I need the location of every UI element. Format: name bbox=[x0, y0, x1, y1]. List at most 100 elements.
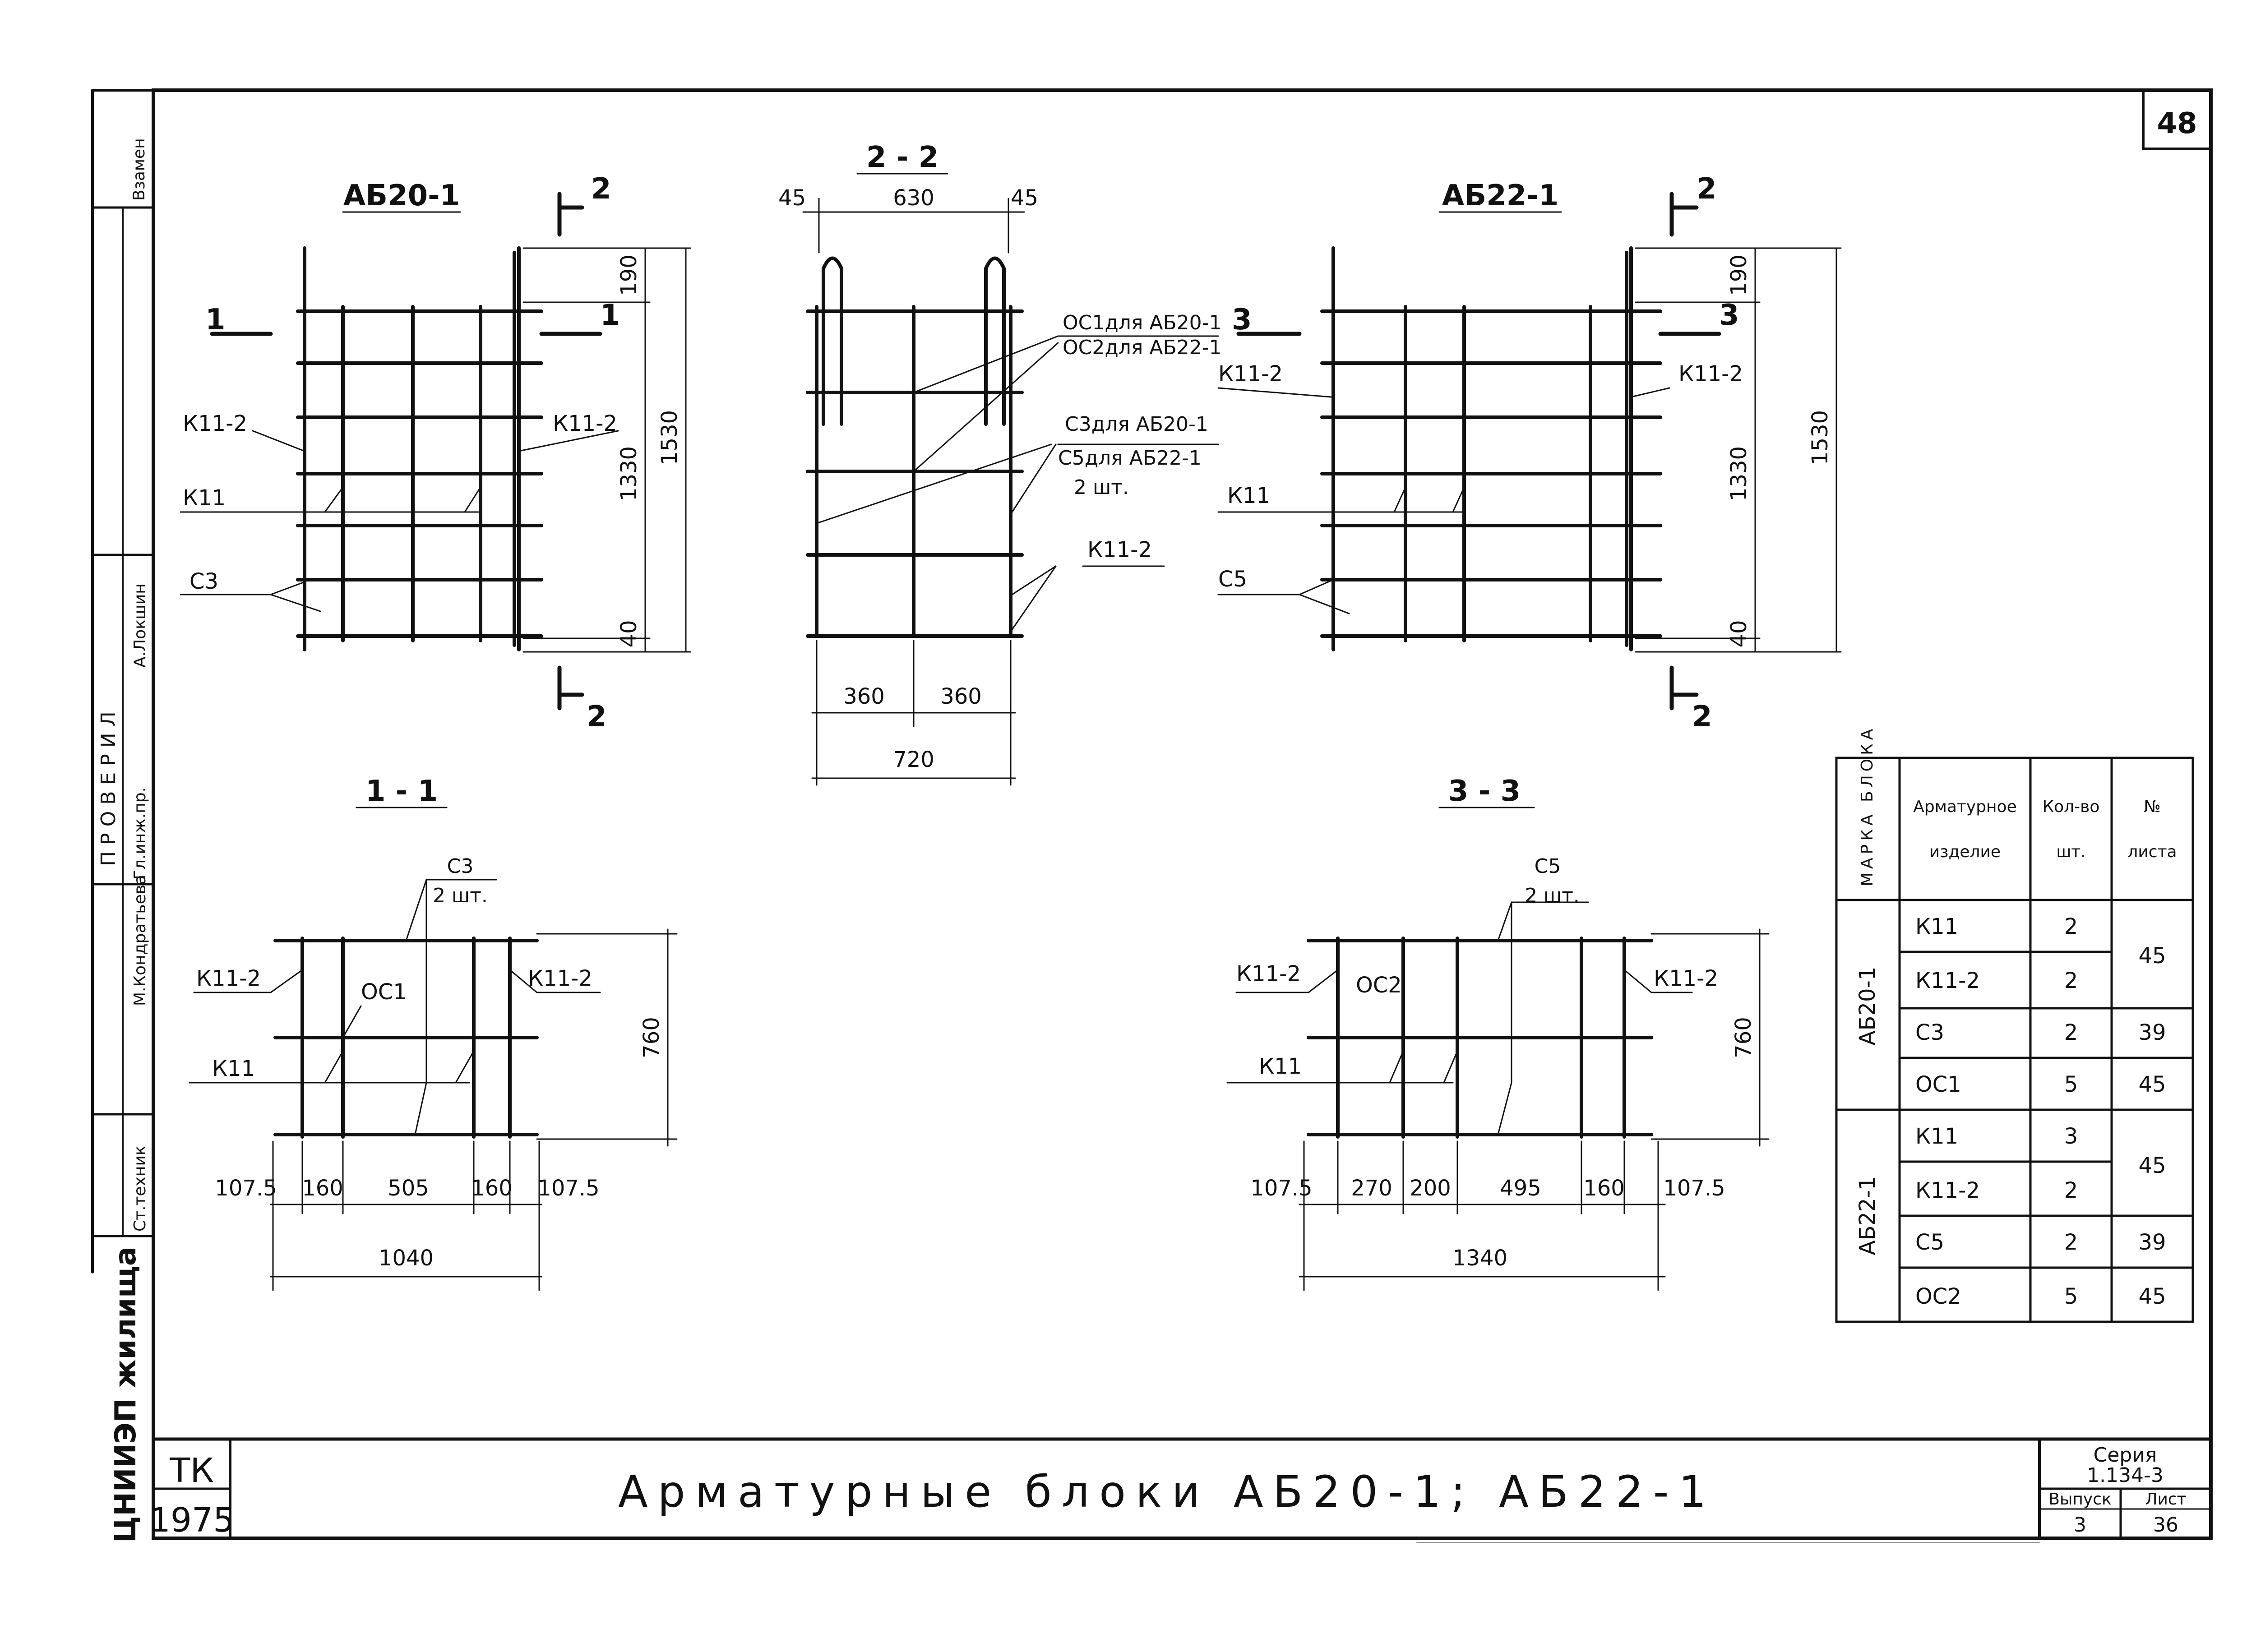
strip-surname-1: А.Локшин bbox=[131, 583, 149, 668]
table-cell: 45 bbox=[2138, 1153, 2166, 1178]
sec22-dim-360b: 360 bbox=[940, 684, 982, 709]
table-mark-ab20: АБ20-1 bbox=[1855, 967, 1880, 1046]
sec33-k112-left: К11-2 bbox=[1236, 961, 1301, 987]
sec33-k112-right: К11-2 bbox=[1654, 966, 1718, 991]
sec11-dim-4: 107.5 bbox=[537, 1176, 599, 1201]
sec11-c3: С3 bbox=[447, 855, 474, 878]
tb-year: 1975 bbox=[149, 1501, 234, 1540]
table-cell: 2 bbox=[2064, 1020, 2078, 1045]
tb-vypusk: 3 bbox=[2074, 1514, 2086, 1537]
sec11-k112-left: К11-2 bbox=[196, 966, 261, 991]
strip-zamen: Взамен bbox=[130, 138, 148, 201]
sec11-dim-2: 505 bbox=[388, 1176, 429, 1201]
tb-vypusk-label: Выпуск bbox=[2048, 1490, 2112, 1509]
ab20-label-k112-right: К11-2 bbox=[553, 411, 617, 436]
table-h-sheet-2: листа bbox=[2127, 843, 2177, 861]
sec22-qty: 2 шт. bbox=[1074, 476, 1129, 499]
table-cell: 39 bbox=[2138, 1020, 2166, 1045]
ab22-cut2-top: 2 bbox=[1697, 172, 1717, 206]
sec11-dim-3: 160 bbox=[471, 1176, 513, 1201]
sec33-dim-3: 495 bbox=[1500, 1176, 1541, 1201]
table-cell: К11 bbox=[1915, 914, 1958, 939]
table-cell: ОС1 bbox=[1915, 1072, 1961, 1097]
strip-role-1: Гл.инж.пр. bbox=[131, 787, 149, 880]
sec33-oc2: ОС2 bbox=[1356, 973, 1402, 998]
sec22-c3: С3для АБ20-1 bbox=[1065, 413, 1208, 436]
table-mark-ab22: АБ22-1 bbox=[1855, 1177, 1880, 1255]
table-h-item-2: изделие bbox=[1929, 843, 2001, 861]
sec11-dim-760: 760 bbox=[639, 1017, 664, 1058]
ab20-label-k112-left: К11-2 bbox=[183, 411, 247, 436]
sec22-oc2: ОС2для АБ22-1 bbox=[1063, 336, 1222, 359]
sec22-section bbox=[806, 256, 1024, 638]
ab20-dim-1530: 1530 bbox=[657, 410, 682, 465]
ab22-cut2-bottom: 2 bbox=[1692, 700, 1712, 734]
sec22-dim-45-left: 45 bbox=[778, 185, 806, 211]
table-cell: С5 bbox=[1915, 1230, 1944, 1255]
table-cell: К11 bbox=[1915, 1124, 1958, 1149]
sec33-dim-total: 1340 bbox=[1452, 1246, 1507, 1271]
ab22-cut3-left: 3 bbox=[1232, 303, 1252, 337]
table-cell: 45 bbox=[2138, 1072, 2166, 1097]
table-cell: 39 bbox=[2138, 1230, 2166, 1255]
spec-table bbox=[1835, 757, 2194, 1323]
table-cell: 2 bbox=[2064, 1178, 2078, 1203]
ab22-dim-190: 190 bbox=[1726, 254, 1752, 296]
table-cell: ОС2 bbox=[1915, 1284, 1961, 1309]
sec33-dim-760: 760 bbox=[1731, 1017, 1756, 1058]
strip-surname-2: М.Кондратьева bbox=[131, 875, 149, 1006]
sec22-dim-45-right: 45 bbox=[1011, 185, 1038, 211]
sec33-dim-5: 107.5 bbox=[1663, 1176, 1725, 1201]
sec33-dim-1: 270 bbox=[1351, 1176, 1392, 1201]
tb-list-label: Лист bbox=[2145, 1490, 2186, 1509]
sec22-dim-720: 720 bbox=[893, 747, 934, 772]
ab22-dim-1330: 1330 bbox=[1726, 446, 1752, 501]
ab20-cut2-bottom: 2 bbox=[587, 700, 607, 734]
ab22-dim-1530: 1530 bbox=[1808, 410, 1833, 465]
sec33-k11: К11 bbox=[1259, 1054, 1302, 1079]
ab22-title: АБ22-1 bbox=[1442, 179, 1558, 212]
sec11-dim-1: 160 bbox=[302, 1176, 343, 1201]
sec11-oc1: ОС1 bbox=[361, 979, 407, 1005]
sec11-section bbox=[273, 937, 539, 1139]
page-number: 48 bbox=[2157, 107, 2197, 140]
sec22-dim-630: 630 bbox=[893, 185, 934, 211]
strip-proveril: ПРОВЕРИЛ bbox=[97, 705, 120, 866]
sec33-qty: 2 шт. bbox=[1525, 884, 1580, 907]
sec33-dim-0: 107.5 bbox=[1250, 1176, 1312, 1201]
sec33-dim-4: 160 bbox=[1583, 1176, 1625, 1201]
ab20-cut1-left: 1 bbox=[205, 303, 226, 337]
table-cell: 5 bbox=[2064, 1072, 2078, 1097]
tb-list: 36 bbox=[2153, 1514, 2178, 1537]
sec11-dim-0: 107.5 bbox=[215, 1176, 277, 1201]
table-cell: 5 bbox=[2064, 1284, 2078, 1309]
ab22-dim-40: 40 bbox=[1726, 620, 1752, 647]
ab20-label-c3: С3 bbox=[190, 569, 218, 594]
table-cell: 45 bbox=[2138, 1284, 2166, 1309]
strip-org: ЦНИИЭП жилища bbox=[109, 1246, 143, 1543]
sec22-oc1: ОС1для АБ20-1 bbox=[1063, 311, 1222, 334]
sec22-k112: К11-2 bbox=[1087, 537, 1152, 563]
sec11-dim-total: 1040 bbox=[379, 1246, 434, 1271]
sec22-title: 2 - 2 bbox=[866, 141, 938, 174]
ab22-cut3-right: 3 bbox=[1719, 299, 1739, 332]
ab20-dim-1330: 1330 bbox=[616, 446, 642, 501]
sec33-title: 3 - 3 bbox=[1448, 775, 1521, 808]
table-cell: К11-2 bbox=[1915, 1178, 1980, 1203]
sec33-c5: С5 bbox=[1535, 855, 1561, 878]
table-h-item-1: Арматурное bbox=[1913, 798, 2017, 816]
table-cell: 2 bbox=[2064, 1230, 2078, 1255]
ab20-dim-190: 190 bbox=[616, 254, 642, 296]
table-cell: К11-2 bbox=[1915, 968, 1980, 993]
tb-tk: ТК bbox=[169, 1451, 214, 1490]
ab20-elevation bbox=[296, 246, 543, 651]
tb-title: Арматурные блоки АБ20-1; АБ22-1 bbox=[618, 1467, 1716, 1517]
sec22-c5: С5для АБ22-1 bbox=[1058, 447, 1202, 470]
ab20-cut1-right: 1 bbox=[600, 299, 620, 332]
sec11-qty: 2 шт. bbox=[433, 884, 488, 907]
ab20-label-k11: К11 bbox=[183, 485, 226, 511]
table-h-qty-2: шт. bbox=[2056, 843, 2085, 861]
table-cell: 3 bbox=[2064, 1124, 2078, 1149]
table-cell: 45 bbox=[2138, 943, 2166, 969]
